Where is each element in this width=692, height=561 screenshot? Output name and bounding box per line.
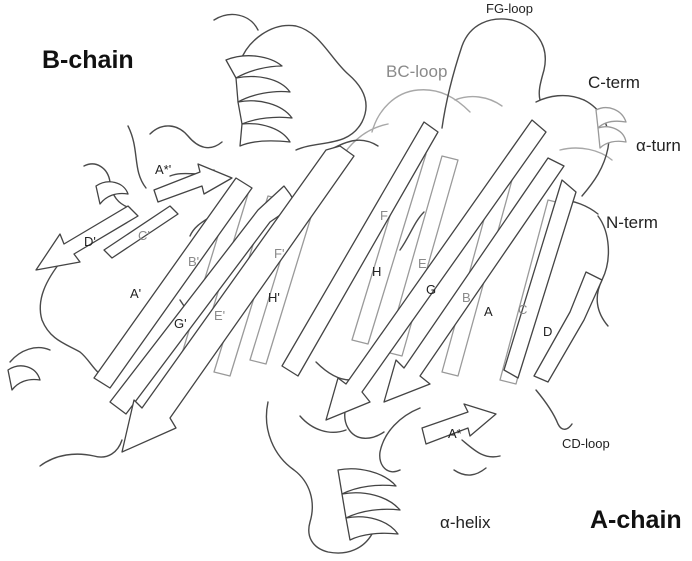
bc-loop-ribbon xyxy=(371,89,471,133)
c-term-ribbon xyxy=(535,94,585,103)
loop-ribbon xyxy=(399,211,425,251)
bc-loop-label: BC-loop xyxy=(386,62,447,81)
left-loop-ribbon xyxy=(39,259,107,379)
loop-ribbon xyxy=(315,361,351,381)
strand-label-d: D xyxy=(543,324,552,339)
lower-loop-ribbon xyxy=(379,407,421,473)
a-chain-alpha-helix xyxy=(345,516,399,541)
back-loop-ribbon xyxy=(559,147,613,161)
loop-ribbon xyxy=(149,125,223,149)
strand-label-d-prime: D' xyxy=(84,234,96,249)
strand-c-prime xyxy=(103,205,179,259)
loop-ribbon xyxy=(127,125,147,189)
b-chain-small-helix xyxy=(95,181,129,205)
strand-label-b-prime: B' xyxy=(188,254,199,269)
top-loop-ribbon xyxy=(239,24,367,151)
alpha-turn-helix xyxy=(595,107,627,129)
b-chain-helix xyxy=(239,122,291,147)
background-loops xyxy=(339,89,613,161)
strand-h-prime xyxy=(121,145,355,453)
front-sheet xyxy=(35,119,603,453)
cd-loop-ribbon xyxy=(535,389,573,430)
strand-d-arrow xyxy=(533,271,603,383)
strand-label-a: A xyxy=(484,304,493,319)
n-term-label: N-term xyxy=(606,213,658,232)
alpha-turn-helix xyxy=(597,126,627,149)
left-loop-ribbon xyxy=(9,346,51,363)
strand-label-a-star-prime: A*' xyxy=(155,162,171,177)
b-chain-helix xyxy=(237,100,293,125)
b-chain-label: B-chain xyxy=(42,46,134,74)
cd-loop-label: CD-loop xyxy=(562,436,610,451)
fg-loop-label: FG-loop xyxy=(486,1,533,16)
strand-label-g-prime: G' xyxy=(174,316,187,331)
fg-loop-ribbon xyxy=(441,18,546,129)
strand-d xyxy=(503,179,577,379)
strand-g xyxy=(325,119,547,421)
a-chain-label: A-chain xyxy=(590,506,682,534)
strand-label-f-prime: F' xyxy=(274,246,284,261)
alpha-turn-label: α-turn xyxy=(636,136,681,155)
labels: B-chain A-chain FG-loop BC-loop C-term α… xyxy=(42,1,682,534)
strand-label-f: F xyxy=(380,208,388,223)
back-loop-ribbon xyxy=(454,95,503,107)
b-chain-helix xyxy=(225,55,283,79)
strand-h xyxy=(281,121,439,377)
strand-a xyxy=(383,157,565,403)
strand-label-b: B xyxy=(462,290,471,305)
helices xyxy=(7,55,627,541)
bottom-loop-ribbon xyxy=(265,401,373,554)
strand-label-a-star: A* xyxy=(448,426,462,441)
right-loop-ribbon xyxy=(596,215,610,327)
b-chain-small-helix xyxy=(7,365,41,391)
strand-label-c: C xyxy=(518,302,527,317)
strand-d-prime xyxy=(35,205,139,271)
loop-ribbon xyxy=(299,415,347,434)
c-term-label: C-term xyxy=(588,73,640,92)
strand-label-e: E xyxy=(418,256,427,271)
alpha-helix-label: α-helix xyxy=(440,513,491,532)
bottom-loop-ribbon xyxy=(39,439,123,467)
strand-a-star xyxy=(421,403,497,445)
strand-label-h: H xyxy=(372,264,381,279)
loop-ribbon xyxy=(461,439,501,458)
a-chain-alpha-helix xyxy=(337,468,397,495)
strand-label-g: G xyxy=(426,282,436,297)
strand-label-a-prime: A' xyxy=(130,286,141,301)
a-chain-alpha-helix xyxy=(341,492,401,519)
strand-label-e-prime: E' xyxy=(214,308,225,323)
loop-ribbon xyxy=(453,467,487,476)
strand-label-h-prime: H' xyxy=(268,290,280,305)
strand-a-prime xyxy=(93,177,253,389)
loop-ribbon xyxy=(213,13,259,31)
b-chain-helix xyxy=(235,75,291,103)
strand-label-c-prime: C' xyxy=(138,228,150,243)
strand-a-star-prime xyxy=(153,163,233,203)
